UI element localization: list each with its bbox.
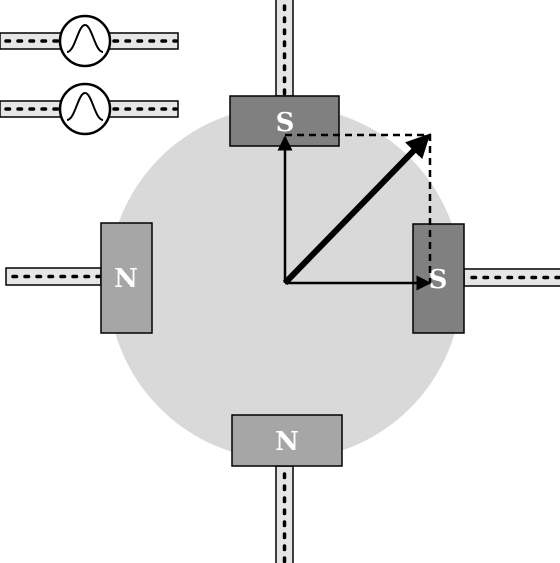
ac-source-1 — [0, 14, 179, 68]
right-pole-label: S — [429, 265, 448, 295]
bottom-winding-lead — [275, 465, 294, 563]
left-pole-label: N — [114, 264, 138, 294]
left-pole: N — [100, 222, 153, 334]
right-pole: S — [412, 223, 465, 334]
ac-source-2 — [0, 82, 179, 136]
resultant-field-vector — [282, 133, 431, 286]
left-winding-lead — [5, 267, 102, 286]
bottom-pole-label: N — [275, 427, 299, 457]
top-winding-lead — [275, 0, 294, 97]
ac-source-icon — [58, 14, 112, 68]
top-pole-label: S — [276, 108, 295, 138]
bottom-pole: N — [231, 414, 343, 467]
ac-source-icon — [58, 82, 112, 136]
right-winding-lead — [463, 268, 560, 287]
